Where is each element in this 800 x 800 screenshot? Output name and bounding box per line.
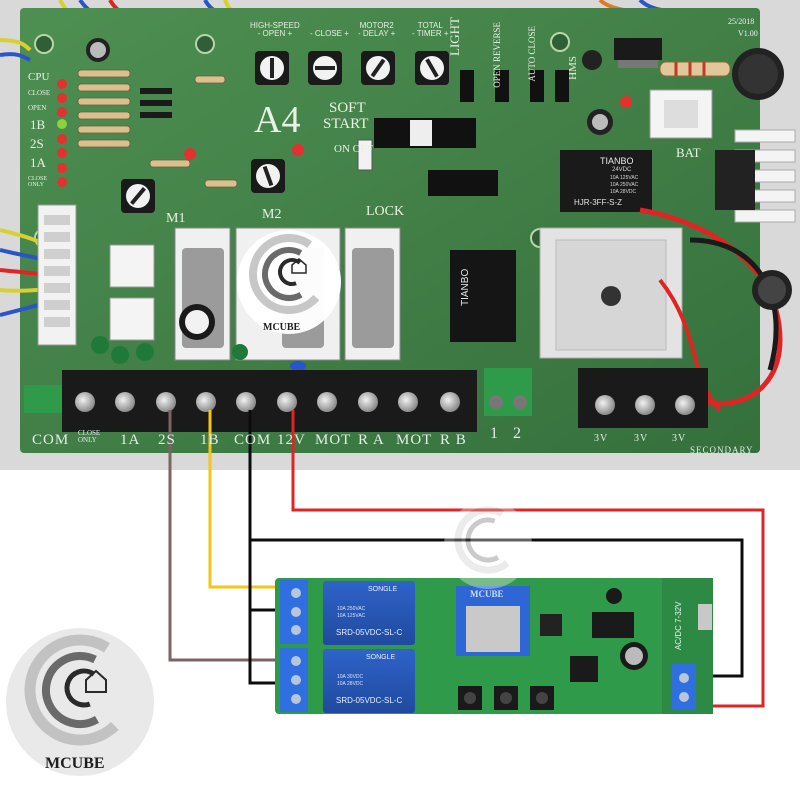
terminal-screws	[75, 392, 460, 412]
status-leds	[57, 79, 67, 187]
watermark-bottom-text: MCUBE	[45, 755, 105, 772]
terminal-label-close-only: CLOSE ONLY	[78, 429, 101, 444]
led-label-open: OPEN	[28, 104, 47, 112]
module-power-label: AC/DC 7-32V	[674, 601, 683, 650]
tianbo-small-model: HJR-3FF-S-Z	[574, 198, 622, 207]
songle-rating-1a: 10A 250VAC	[337, 606, 366, 612]
version2-label: V1.00	[738, 29, 758, 38]
yellow-wire-1b	[208, 410, 298, 589]
pot-label-close: - CLOSE +	[310, 29, 349, 39]
mcube-watermark-faint	[444, 501, 532, 589]
songle-model-1: SRD-05VDC-SL-C	[336, 628, 403, 637]
switch-label-auto-close: AUTO CLOSE	[527, 26, 537, 82]
led-label-1a: 1A	[30, 155, 46, 170]
songle-brand-1: SONGLE	[368, 586, 398, 593]
songle-relay-2	[323, 649, 415, 713]
secondary-terminal-label-3: 3V	[672, 433, 687, 444]
soft-start-label-1: SOFT	[329, 100, 366, 116]
wifi-module-brand: MCUBE	[470, 589, 504, 599]
songle-relay-1	[323, 581, 415, 645]
songle-rating-1b: 10A 125VAC	[337, 613, 366, 619]
red-wire-12v	[291, 410, 765, 708]
terminal-label-com-1: COM	[32, 432, 70, 448]
tianbo-small-voltage: 24VDC	[612, 167, 632, 173]
terminal-label-rb: R B	[440, 432, 467, 448]
switch-label-hms: HMS	[567, 56, 579, 80]
off-on-label: ON OFF	[334, 143, 373, 155]
pot-label-delay: MOTOR2- DELAY +	[358, 21, 396, 39]
light-label: LIGHT	[447, 17, 462, 56]
terminal-label-mot-2: MOT	[396, 432, 433, 448]
led-label-1b: 1B	[30, 117, 46, 132]
driver-chip	[428, 170, 498, 196]
led-label-cpu: CPU	[28, 71, 50, 83]
tianbo-small-brand: TIANBO	[600, 156, 634, 166]
motor-label-m1: M1	[166, 211, 186, 226]
songle-model-2: SRD-05VDC-SL-C	[336, 696, 403, 705]
bat-label: BAT	[676, 145, 701, 160]
terminal-label-12v: 12V	[277, 432, 306, 448]
black-wire-power	[250, 538, 744, 678]
terminal-label-mot-1: MOT	[315, 432, 352, 448]
led-label-close: CLOSE	[28, 89, 51, 97]
songle-rating-2b: 10A 28VDC	[337, 681, 364, 687]
version-label: 25/2018	[728, 17, 755, 26]
lock-label: LOCK	[366, 204, 405, 219]
led-label-close-only: CLOSE ONLY	[28, 176, 48, 188]
tianbo-small-rating-2: 10A 250VAC	[610, 182, 639, 188]
terminal-label-2s: 2S	[158, 432, 176, 448]
terminal-label-1b: 1B	[200, 432, 220, 448]
tianbo-relay-large	[450, 250, 516, 342]
aux-terminal-label-1: 1	[490, 425, 499, 442]
terminal-label-1a: 1A	[120, 432, 141, 448]
secondary-terminal-label-1: 3V	[594, 433, 609, 444]
tianbo-relay-small	[560, 150, 652, 212]
module-power-terminal	[672, 664, 696, 710]
aux-terminal-label-2: 2	[513, 425, 522, 442]
motor-label-m2: M2	[262, 207, 282, 222]
brown-wire-2s	[168, 410, 298, 662]
aux-terminal-green-right	[484, 368, 532, 416]
watermark-center-text: MCUBE	[263, 322, 301, 333]
soft-start-label-2: START	[323, 116, 369, 132]
aux-terminal-green-left	[24, 385, 62, 413]
mcube-logo-center	[237, 230, 341, 334]
secondary-terminal-label-2: 3V	[634, 433, 649, 444]
led-label-2s: 2S	[30, 136, 44, 151]
switch-label-open-reverse: OPEN REVERSE	[492, 22, 502, 88]
mcube-logo-bottom-left	[6, 628, 154, 776]
pot-label-open: HIGH-SPEED- OPEN +	[250, 21, 300, 39]
terminal-label-ra: R A	[358, 432, 385, 448]
adjustment-potentiometers	[121, 51, 449, 213]
tianbo-large-brand: TIANBO	[460, 268, 471, 306]
terminal-label-com-2: COM	[234, 432, 272, 448]
tianbo-small-rating-1: 10A 125VAC	[610, 175, 639, 181]
pot-label-timer: TOTAL- TIMER +	[412, 21, 449, 39]
tianbo-small-rating-3: 10A 28VDC	[610, 189, 637, 195]
songle-rating-2a: 10A 30VDC	[337, 674, 364, 680]
secondary-label: SECONDARY	[690, 445, 754, 455]
board-model-label: A4	[254, 99, 301, 141]
songle-brand-2: SONGLE	[366, 654, 396, 661]
module-buttons	[458, 686, 554, 710]
